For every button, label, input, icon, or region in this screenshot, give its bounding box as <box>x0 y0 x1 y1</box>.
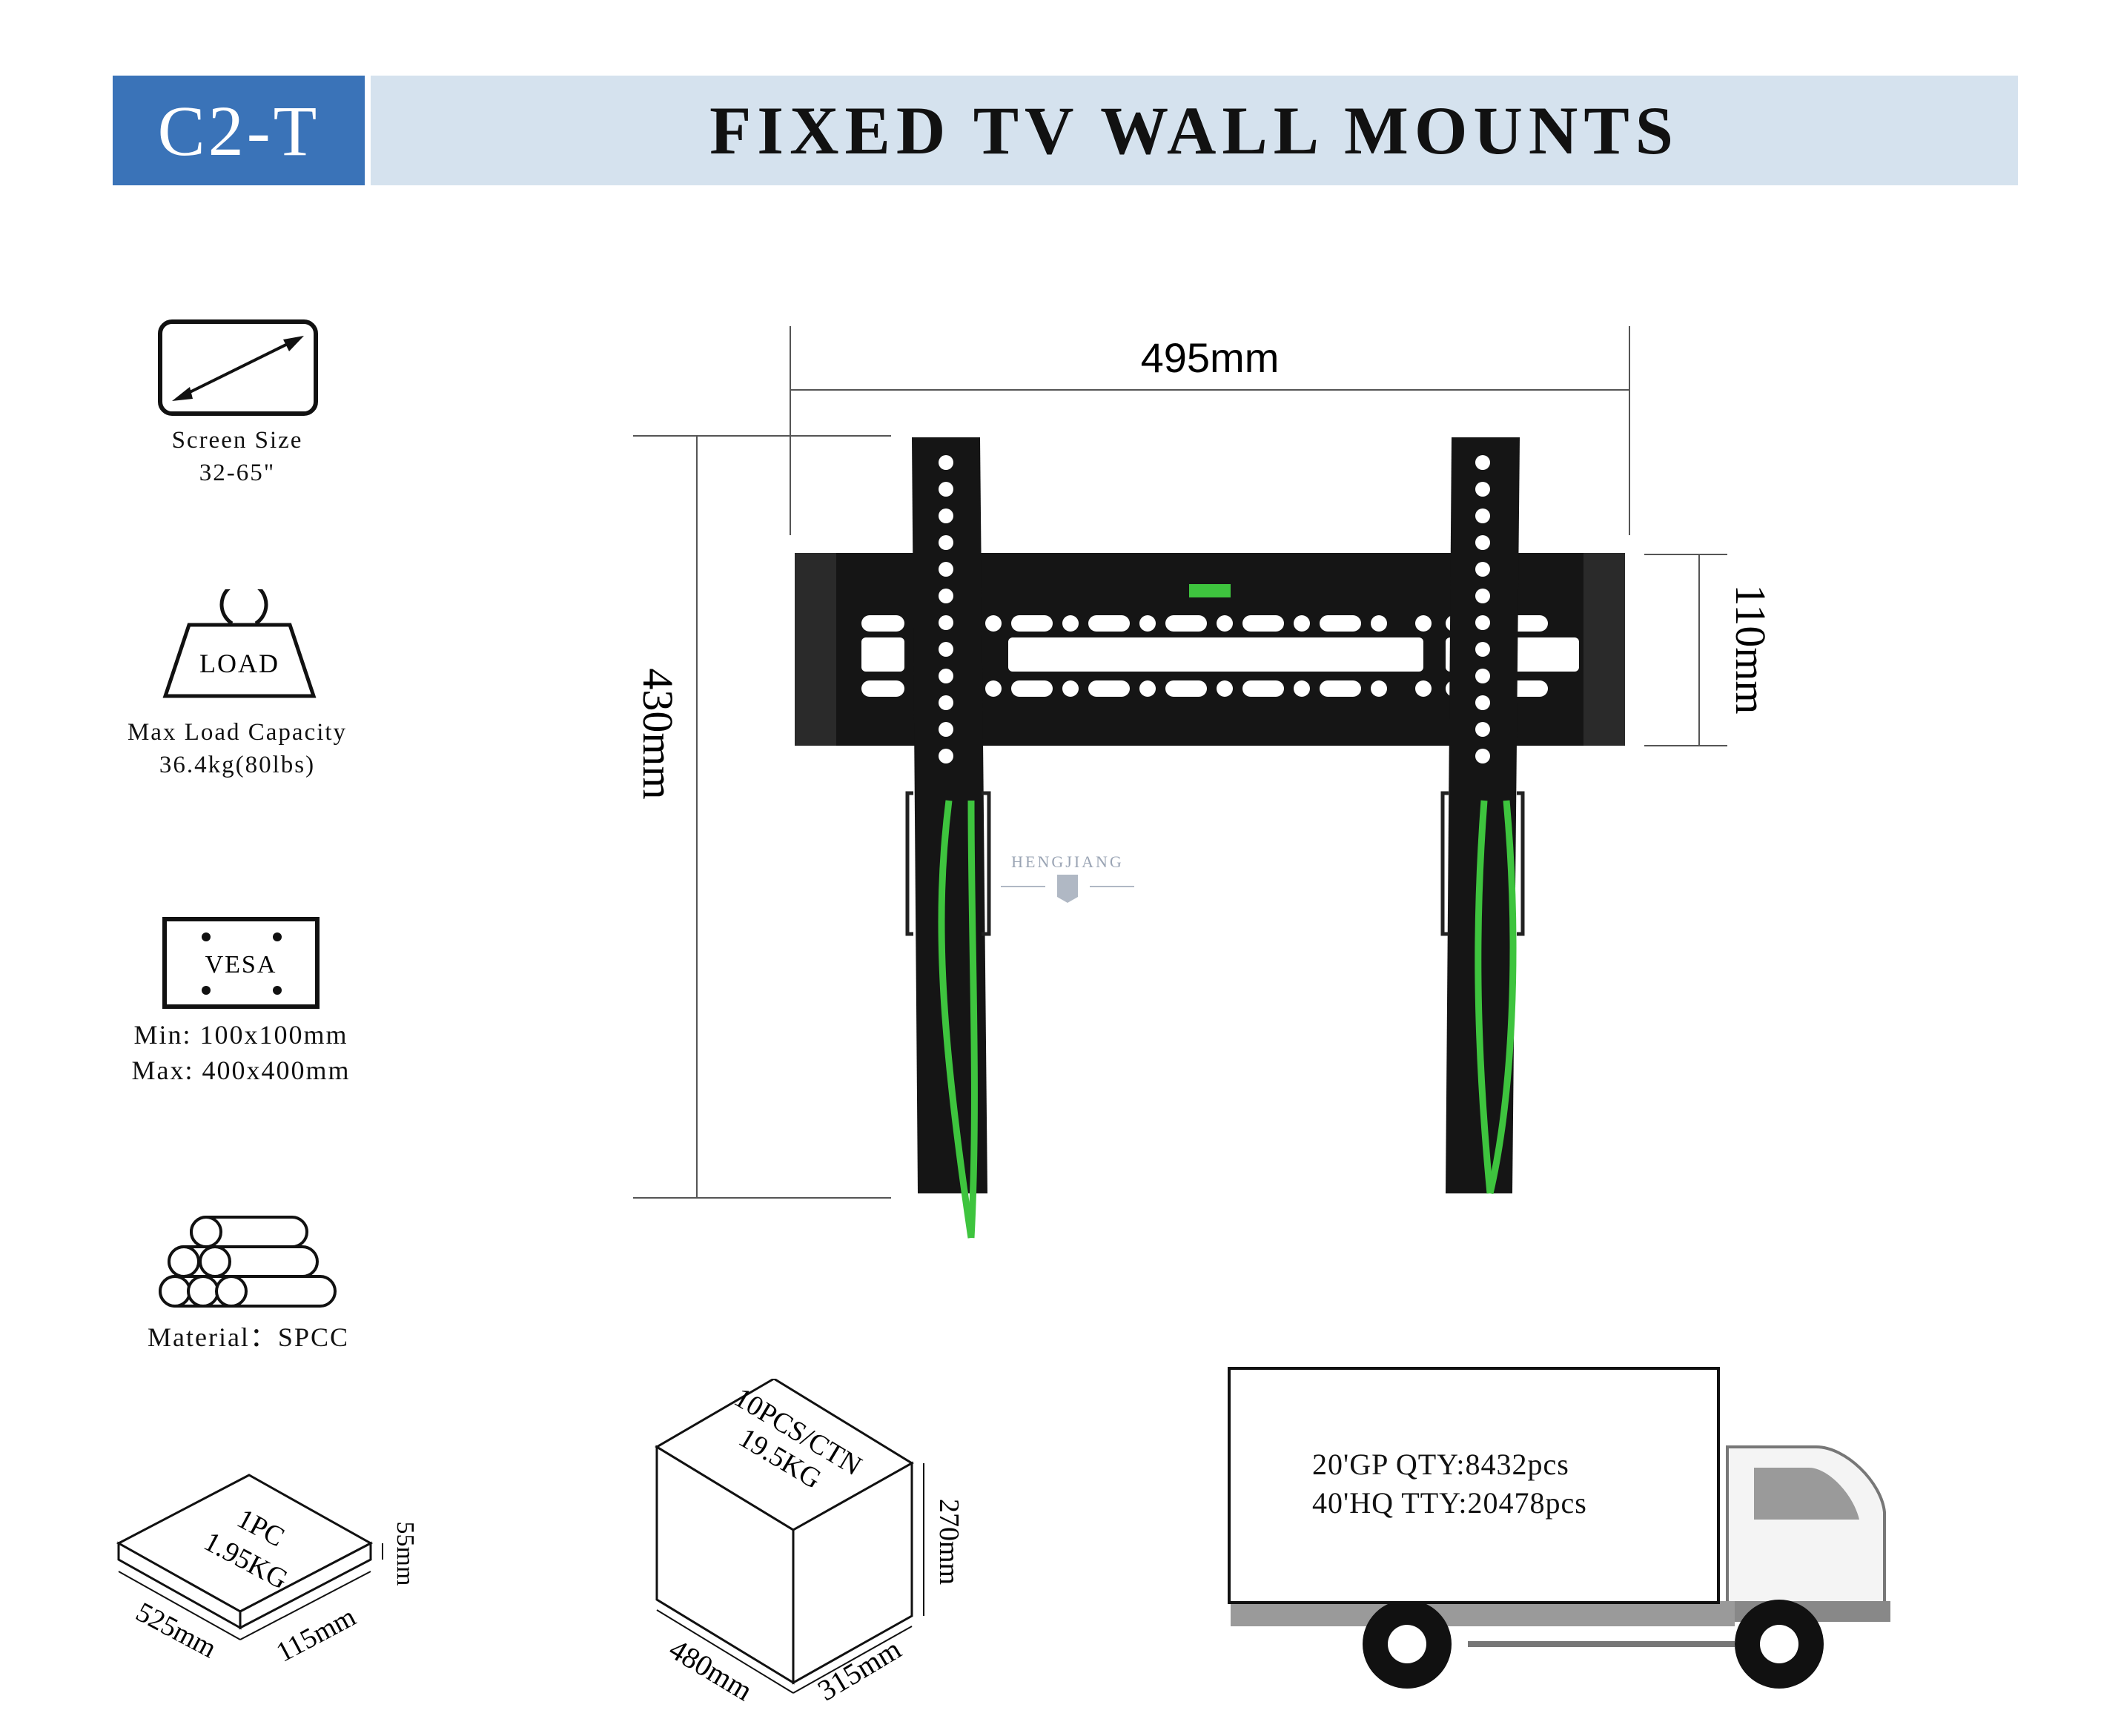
carton-height: 270mm <box>933 1499 964 1585</box>
width-dimension: 495mm <box>1141 334 1280 381</box>
wall-mount-drawing: 495mm 430mm 110mm <box>633 326 1775 1239</box>
plate-height-dimension: 110mm <box>1727 584 1775 714</box>
material-label: Material：SPCC <box>147 1322 349 1352</box>
shipping-quantities: 20'GP QTY:8432pcs 40'HQ TTY:20478pcs <box>1312 1445 1698 1523</box>
single-box-diagram: 1PC 1.95KG 525mm 115mm 55mm <box>116 1474 419 1669</box>
page-title: FIXED TV WALL MOUNTS <box>371 76 2018 185</box>
vesa-icon: VESA <box>162 917 320 1009</box>
svg-text:VESA: VESA <box>205 951 277 978</box>
single-width: 115mm <box>271 1601 361 1669</box>
steel-pipes-icon <box>159 1216 337 1308</box>
single-height: 55mm <box>391 1522 419 1586</box>
model-code: C2-T <box>113 76 365 185</box>
svg-text:HENGJIANG: HENGJIANG <box>1011 852 1124 871</box>
truck-icon <box>1228 1367 1890 1689</box>
carton-box-diagram: 10PCS/CTN 19.5KG 480mm 315mm 270mm <box>655 1379 964 1705</box>
shipping-20gp: 20'GP QTY:8432pcs <box>1312 1448 1569 1481</box>
vesa-label: Min: 100x100mm Max: 400x400mm <box>131 1020 351 1085</box>
height-dimension: 430mm <box>634 668 682 799</box>
weight-icon: LOAD <box>162 589 317 698</box>
brand-watermark: HENGJIANG <box>1001 852 1134 903</box>
shipping-40hq: 40'HQ TTY:20478pcs <box>1312 1486 1587 1520</box>
screen-size-label: Screen Size 32-65" <box>171 427 303 486</box>
screen-size-icon <box>158 319 318 416</box>
load-capacity-label: Max Load Capacity 36.4kg(80lbs) <box>127 719 348 778</box>
svg-text:LOAD: LOAD <box>199 649 279 678</box>
